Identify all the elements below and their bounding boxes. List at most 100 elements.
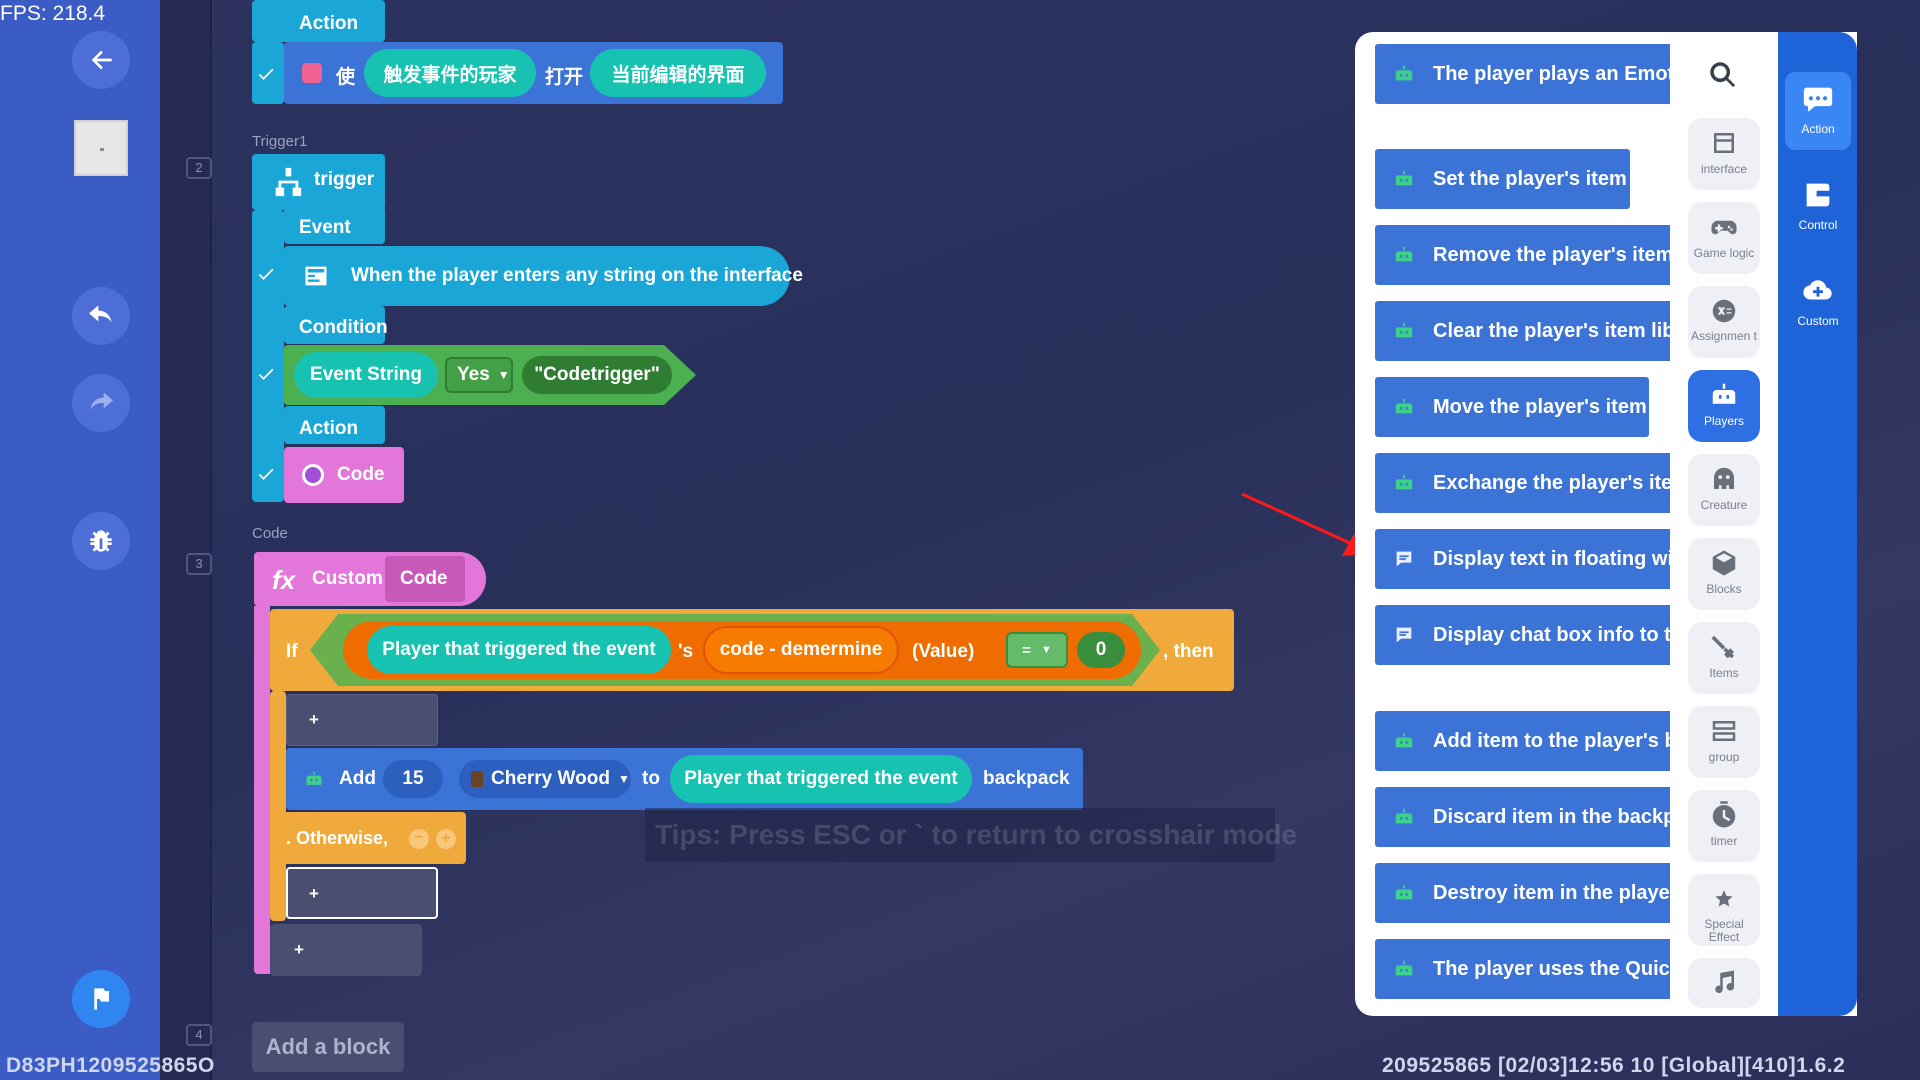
backpack-label: backpack — [983, 768, 1070, 789]
category-game-logic[interactable]: Game logic — [1688, 202, 1760, 274]
empty-slot[interactable] — [286, 694, 438, 746]
gutter-divider — [210, 0, 212, 1080]
category-creature[interactable]: Creature — [1688, 454, 1760, 526]
palette-item-label: The player uses the Quick E — [1433, 957, 1673, 980]
back-button[interactable] — [72, 31, 130, 89]
minus-icon[interactable]: − — [409, 829, 429, 849]
target-player-pill[interactable]: Player that triggered the event — [670, 755, 972, 803]
tab-custom[interactable]: Custom — [1785, 264, 1851, 342]
interface-icon — [302, 63, 322, 83]
palette-item[interactable]: The player uses the Quick E — [1375, 939, 1673, 999]
value-label: (Value) — [912, 641, 975, 662]
check-icon[interactable] — [256, 464, 276, 484]
trigger-header[interactable] — [252, 154, 385, 210]
undo-button[interactable] — [72, 287, 130, 345]
item-dropdown[interactable]: Cherry Wood ▼ — [459, 760, 631, 798]
quantity-field[interactable]: 15 — [383, 760, 443, 798]
chat-icon — [1393, 548, 1415, 570]
check-icon[interactable] — [256, 64, 276, 84]
empty-slot[interactable] — [270, 924, 422, 976]
category-group[interactable]: group — [1688, 706, 1760, 778]
number-field[interactable]: 0 — [1077, 632, 1125, 668]
palette-item-label: Set the player's item — [1433, 167, 1627, 190]
value-field[interactable]: "Codetrigger" — [522, 356, 672, 394]
flag-icon — [94, 988, 109, 1010]
then-label: , then — [1163, 641, 1214, 662]
cloud-plus-icon — [1803, 280, 1832, 300]
player-pill[interactable]: 触发事件的玩家 — [364, 49, 536, 97]
palette-item[interactable]: Set the player's item — [1375, 149, 1630, 209]
check-icon[interactable] — [256, 264, 276, 284]
category-interface[interactable]: interface — [1688, 118, 1760, 190]
palette-item[interactable]: Display text in floating winc — [1375, 529, 1673, 589]
fx-icon: fx — [272, 565, 296, 595]
category-blocks[interactable]: Blocks — [1688, 538, 1760, 610]
variable-pill[interactable]: code - demermine — [703, 626, 899, 674]
empty-slot-selected[interactable] — [286, 867, 438, 919]
palette-item[interactable]: Display chat box info to the — [1375, 605, 1673, 665]
robot-icon — [1393, 244, 1415, 266]
category-label: Assignmen t — [1690, 329, 1758, 343]
category-assignment[interactable]: Assignmen t — [1688, 286, 1760, 358]
palette-item[interactable]: Remove the player's item — [1375, 225, 1673, 285]
tip-overlay: Tips: Press ESC or ` to return to crossh… — [645, 808, 1297, 862]
tab-label: Action — [1801, 122, 1835, 136]
plus-icon[interactable]: + — [436, 829, 456, 849]
control-icon — [1806, 183, 1830, 207]
music-icon — [1715, 970, 1735, 994]
bug-icon — [90, 530, 112, 552]
action-header[interactable] — [252, 0, 385, 42]
palette-item[interactable]: Discard item in the backpac — [1375, 787, 1673, 847]
category-label: Game logic — [1693, 246, 1755, 260]
operator-dropdown[interactable]: Yes ▼ — [445, 357, 513, 393]
category-music[interactable] — [1688, 958, 1760, 1008]
ui-pill[interactable]: 当前编辑的界面 — [590, 49, 766, 97]
search-icon[interactable] — [1706, 58, 1740, 92]
chevron-down-icon: ▼ — [1040, 644, 1052, 656]
event-block[interactable] — [284, 246, 790, 306]
palette-item-label: Exchange the player's items — [1433, 471, 1673, 494]
debug-button[interactable] — [72, 512, 130, 570]
hierarchy-icon — [275, 167, 302, 197]
palette-item-label: Destroy item in the player's — [1433, 881, 1673, 904]
chevron-down-icon: ▼ — [497, 368, 510, 382]
category-special-effect[interactable]: Special Effect — [1688, 874, 1760, 946]
function-name-field[interactable] — [385, 556, 465, 602]
operator-value: Yes — [457, 364, 490, 385]
category-label: Items — [1709, 666, 1739, 680]
palette-item[interactable]: The player plays an Emote — [1375, 44, 1673, 104]
section-label: Code — [252, 525, 288, 542]
device-id: D83PH1209525865O — [6, 1054, 215, 1077]
palette-item[interactable]: Clear the player's item libra — [1375, 301, 1673, 361]
event-string-pill[interactable]: Event String — [294, 352, 438, 398]
palette-item[interactable]: Destroy item in the player's — [1375, 863, 1673, 923]
line-gutter — [160, 0, 210, 1080]
add-label: Add — [339, 768, 376, 789]
trigger-title: trigger — [314, 169, 375, 190]
category-timer[interactable]: timer — [1688, 790, 1760, 862]
tab-control[interactable]: Control — [1785, 168, 1851, 246]
tab-action[interactable]: Action — [1785, 72, 1851, 150]
palette-item-label: The player plays an Emote — [1433, 62, 1673, 85]
code-action-text: Code — [337, 464, 385, 485]
check-icon[interactable] — [256, 364, 276, 384]
redo-button[interactable] — [72, 374, 130, 432]
category-players[interactable]: Players — [1688, 370, 1760, 442]
category-items[interactable]: Items — [1688, 622, 1760, 694]
palette-item-label: Clear the player's item libra — [1433, 319, 1673, 342]
undo-icon — [89, 305, 112, 323]
player-pill[interactable]: Player that triggered the event — [367, 626, 671, 674]
otherwise-block[interactable] — [270, 812, 466, 864]
add-block-button[interactable]: Add a block — [252, 1022, 404, 1072]
function-name: Code — [400, 568, 448, 589]
scene-thumbnail[interactable] — [74, 120, 128, 176]
palette-item[interactable]: Move the player's item — [1375, 377, 1649, 437]
condition-label: Condition — [299, 317, 388, 338]
timer-icon — [1712, 801, 1736, 828]
palette-item[interactable]: Add item to the player's bac — [1375, 711, 1673, 771]
palette-item[interactable]: Exchange the player's items — [1375, 453, 1673, 513]
line-number: 4 — [186, 1024, 212, 1046]
run-button[interactable] — [72, 970, 130, 1028]
to-label: to — [642, 768, 660, 789]
equals-dropdown[interactable]: = ▼ — [1006, 632, 1068, 668]
